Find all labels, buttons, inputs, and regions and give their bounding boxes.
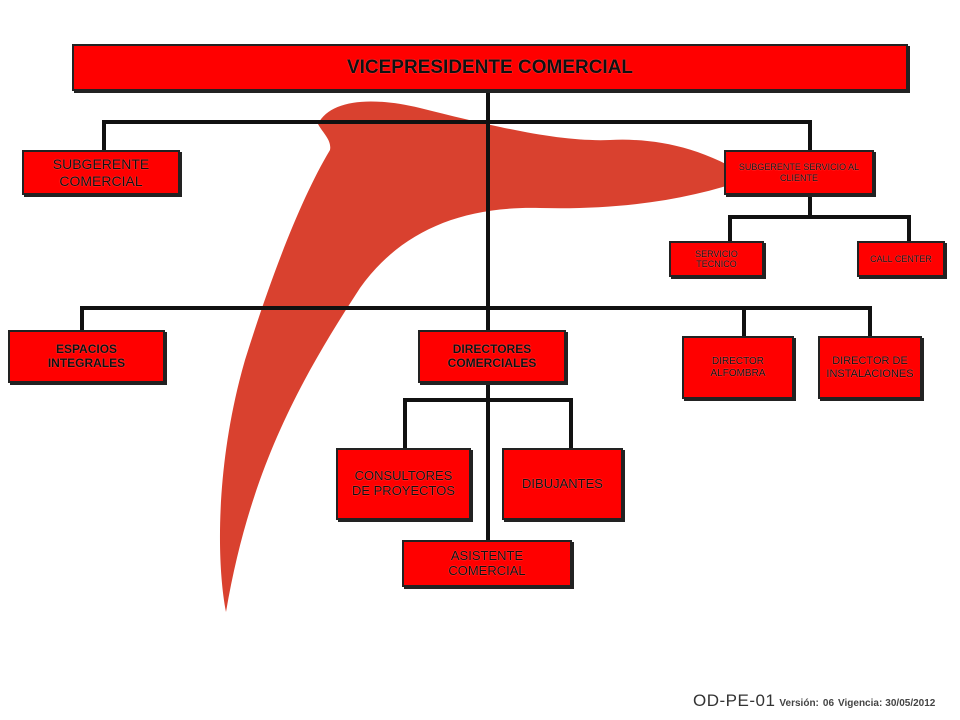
node-vicepresidente-comercial: VICEPRESIDENTE COMERCIAL xyxy=(72,44,908,91)
node-espacios-integrales: ESPACIOS INTEGRALES xyxy=(8,330,165,383)
document-code: OD-PE-01 xyxy=(693,691,776,710)
node-dibujantes: DIBUJANTES xyxy=(502,448,623,520)
swoosh-path xyxy=(219,101,750,612)
node-asistente-comercial: ASISTENTE COMERCIAL xyxy=(402,540,572,587)
vigencia-label: Vigencia: xyxy=(838,698,883,709)
node-directores-comerciales: DIRECTORES COMERCIALES xyxy=(418,330,566,383)
node-servicio-tecnico: SERVICIO TECNICO xyxy=(669,241,764,277)
version-label: Versión: xyxy=(779,698,819,709)
node-consultores-proyectos: CONSULTORES DE PROYECTOS xyxy=(336,448,471,520)
node-subgerente-comercial: SUBGERENTE COMERCIAL xyxy=(22,150,180,195)
node-subgerente-servicio-cliente: SUBGERENTE SERVICIO AL CLIENTE xyxy=(724,150,874,195)
node-director-alfombra: DIRECTOR ALFOMBRA xyxy=(682,336,794,399)
version-value: 06 xyxy=(822,698,835,709)
vigencia-value: 30/05/2012 xyxy=(885,698,936,709)
node-call-center: CALL CENTER xyxy=(857,241,945,277)
node-director-instalaciones: DIRECTOR DE INSTALACIONES xyxy=(818,336,922,399)
